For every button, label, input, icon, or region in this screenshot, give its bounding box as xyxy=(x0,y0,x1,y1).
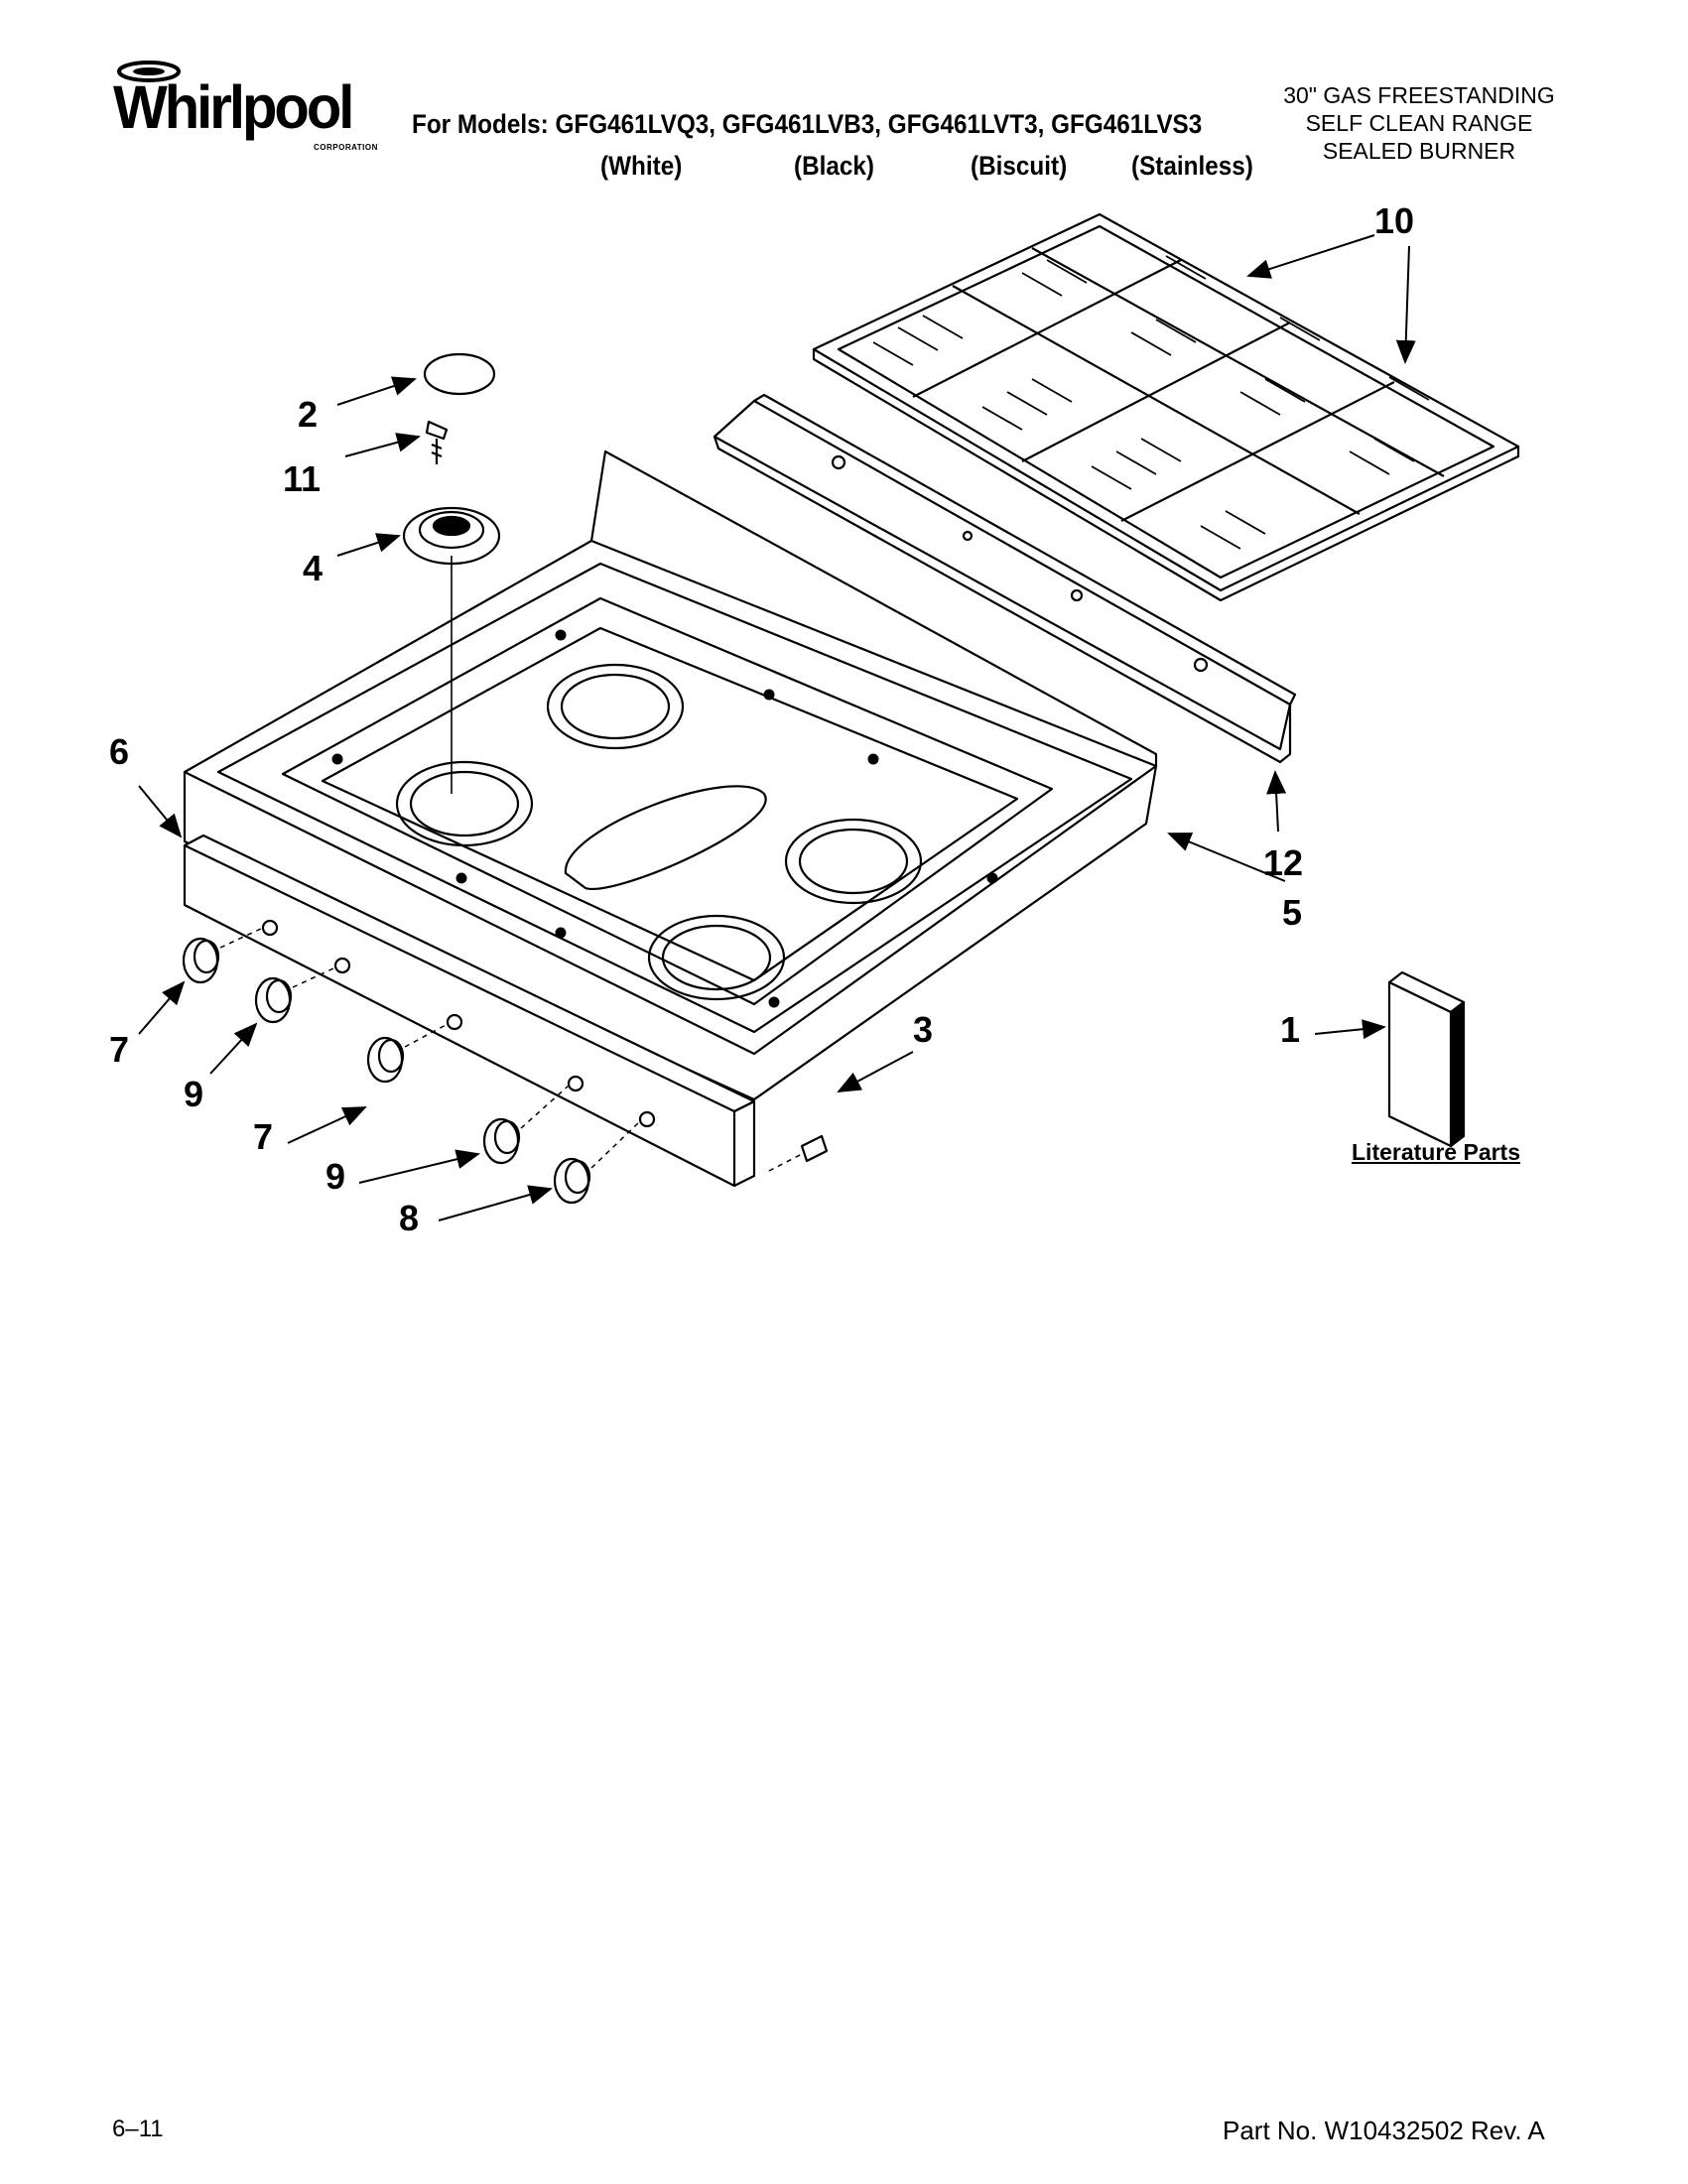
knob xyxy=(482,1117,521,1165)
backguard-trim xyxy=(713,393,1297,764)
color-white: (White) xyxy=(600,151,683,181)
footer-part-number: Part No. W10432502 Rev. A xyxy=(1223,2116,1545,2145)
cooktop xyxy=(183,450,1158,1101)
screw xyxy=(425,420,449,464)
grate xyxy=(812,212,1520,602)
knob xyxy=(366,1036,405,1084)
panel-screw xyxy=(768,1134,829,1172)
description-line-3: SEALED BURNER xyxy=(1322,138,1516,164)
models-line: For Models: GFG461LVQ3, GFG461LVB3, GFG4… xyxy=(412,109,1203,139)
callout-6: 6 xyxy=(109,731,130,772)
literature-parts-label: Literature Parts xyxy=(1352,1139,1521,1165)
callout-8: 8 xyxy=(399,1198,420,1238)
callout-2: 2 xyxy=(298,394,319,435)
logo-swoosh-icon xyxy=(117,61,181,82)
literature-box xyxy=(1387,970,1466,1148)
color-stainless: (Stainless) xyxy=(1131,151,1253,181)
callout-3: 3 xyxy=(913,1009,934,1050)
callout-7-second: 7 xyxy=(253,1116,274,1157)
color-black: (Black) xyxy=(794,151,875,181)
exploded-parts-diagram xyxy=(138,212,1520,1221)
whirlpool-logo: Whirlpool CORPORATION xyxy=(109,58,377,157)
burner-base xyxy=(402,506,501,794)
knob xyxy=(182,937,220,984)
callout-9-first: 9 xyxy=(184,1074,204,1114)
callout-10: 10 xyxy=(1374,200,1415,241)
leader-arrows xyxy=(138,234,1416,1221)
callout-5: 5 xyxy=(1282,892,1303,933)
footer-date: 6–11 xyxy=(112,2116,164,2142)
callout-1: 1 xyxy=(1280,1009,1301,1050)
logo-corporation: CORPORATION xyxy=(314,143,378,152)
callout-11: 11 xyxy=(283,458,322,499)
callout-7-first: 7 xyxy=(109,1029,130,1070)
knobs xyxy=(182,927,641,1205)
color-biscuit: (Biscuit) xyxy=(971,151,1068,181)
logo-wordmark: Whirlpool xyxy=(113,73,354,142)
description-line-2: SELF CLEAN RANGE xyxy=(1305,110,1533,136)
callout-12: 12 xyxy=(1263,842,1304,883)
product-description: 30" GAS FREESTANDING SELF CLEAN RANGE SE… xyxy=(1260,81,1578,165)
description-line-1: 30" GAS FREESTANDING xyxy=(1283,82,1555,108)
callout-4: 4 xyxy=(303,548,324,588)
knob xyxy=(254,976,293,1024)
control-panel xyxy=(183,834,756,1188)
burner-cap xyxy=(423,352,496,396)
knob xyxy=(553,1157,591,1205)
callout-9-second: 9 xyxy=(325,1156,346,1197)
